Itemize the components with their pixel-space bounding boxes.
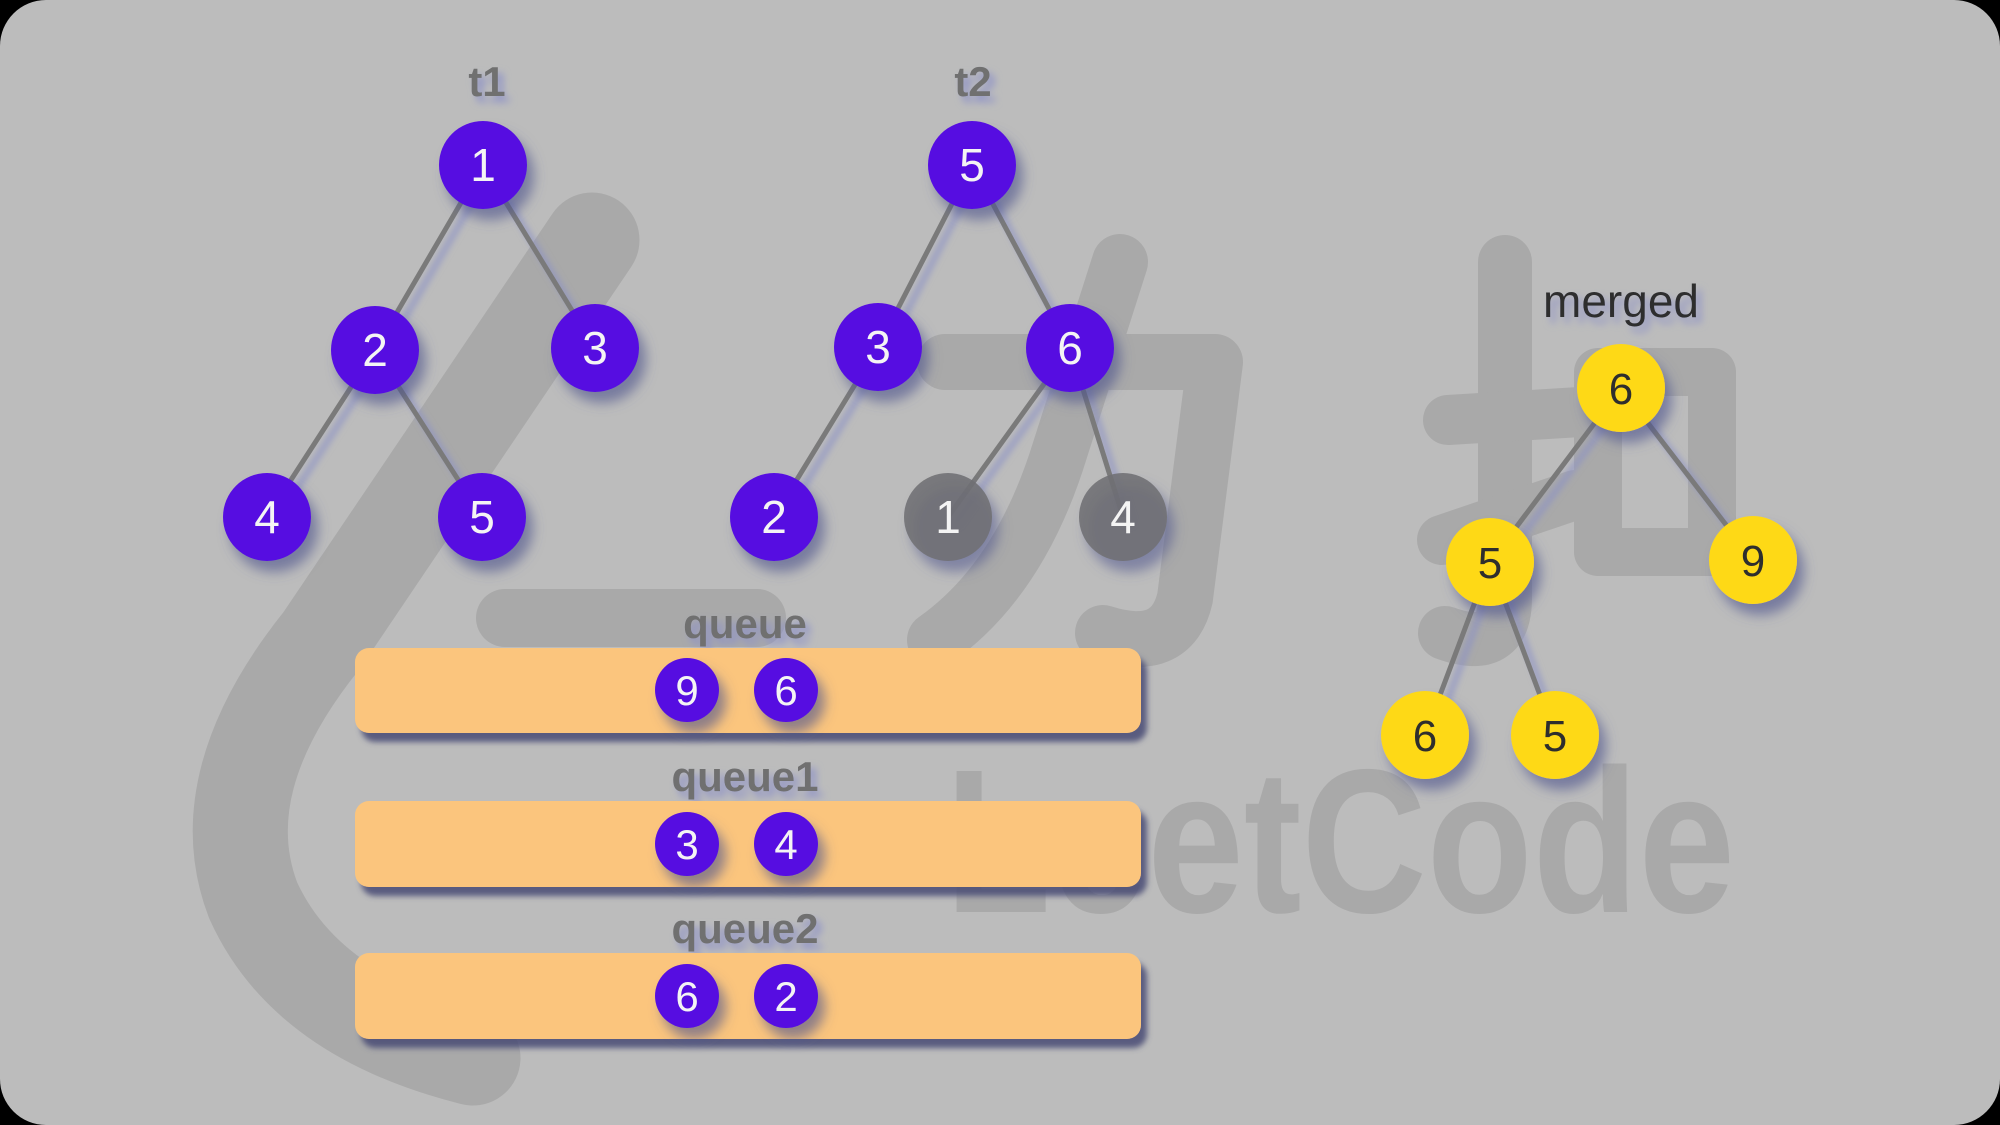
- tree-node: [331, 306, 419, 394]
- tree-node: [439, 121, 527, 209]
- queue-item-value: 9: [675, 667, 698, 714]
- tree-t2: t2 5 3 6 2 1 4: [730, 58, 1167, 561]
- queue-row-1: queue1 3 4: [355, 753, 1141, 887]
- queue-row-0: queue 9 6: [355, 600, 1141, 733]
- tree-node-value: 9: [1741, 537, 1765, 586]
- queue-item: [754, 658, 818, 722]
- tree-node-value: 2: [761, 491, 787, 543]
- tree-merged: merged 6 5 9 6 5: [1381, 275, 1797, 779]
- tree-node-value: 3: [865, 321, 891, 373]
- tree-node-value: 1: [935, 491, 961, 543]
- tree-node: [1577, 344, 1665, 432]
- tree-merged-label: merged: [1543, 275, 1699, 327]
- queue-item-value: 3: [675, 821, 698, 868]
- tree-node: [551, 304, 639, 392]
- tree-node-value: 6: [1057, 322, 1083, 374]
- queue-item-value: 6: [675, 973, 698, 1020]
- queue-label: queue: [683, 600, 807, 647]
- queue-item-value: 4: [774, 821, 797, 868]
- tree-node-value: 2: [362, 324, 388, 376]
- tree-node-value: 3: [582, 322, 608, 374]
- queue-label: queue2: [671, 905, 818, 952]
- tree-t1: t1 1 2 3 4 5: [223, 58, 639, 561]
- queue-bar: [355, 953, 1141, 1039]
- queue-item: [754, 964, 818, 1028]
- tree-node: [1381, 691, 1469, 779]
- tree-node-value: 5: [1543, 712, 1567, 761]
- tree-node-value: 6: [1413, 712, 1437, 761]
- tree-node-value: 4: [1110, 491, 1136, 543]
- tree-node: [1709, 516, 1797, 604]
- tree-node: [223, 473, 311, 561]
- tree-node-dimmed: [904, 473, 992, 561]
- queue-item-value: 6: [774, 667, 797, 714]
- queue-item: [655, 658, 719, 722]
- tree-node-value: 5: [469, 491, 495, 543]
- cjk-li-glyph: [907, 234, 1243, 668]
- queue-bar: [355, 648, 1141, 733]
- queue-row-2: queue2 6 2: [355, 905, 1141, 1039]
- tree-t1-label: t1: [468, 58, 505, 105]
- queue-item-value: 2: [774, 973, 797, 1020]
- tree-node: [1511, 691, 1599, 779]
- tree-node: [438, 473, 526, 561]
- tree-node: [730, 473, 818, 561]
- queue-item: [655, 964, 719, 1028]
- tree-node-value: 1: [470, 139, 496, 191]
- tree-node: [1446, 518, 1534, 606]
- queue-item: [655, 812, 719, 876]
- tree-node-value: 6: [1609, 365, 1633, 414]
- tree-node: [928, 121, 1016, 209]
- tree-node: [1026, 304, 1114, 392]
- tree-node-value: 5: [959, 139, 985, 191]
- tree-t2-label: t2: [954, 58, 991, 105]
- tree-node-value: 5: [1478, 539, 1502, 588]
- tree-node-dimmed: [1079, 473, 1167, 561]
- queue-label: queue1: [671, 753, 818, 800]
- queue-item: [754, 812, 818, 876]
- tree-node-value: 4: [254, 491, 280, 543]
- queue-bar: [355, 801, 1141, 887]
- tree-node: [834, 303, 922, 391]
